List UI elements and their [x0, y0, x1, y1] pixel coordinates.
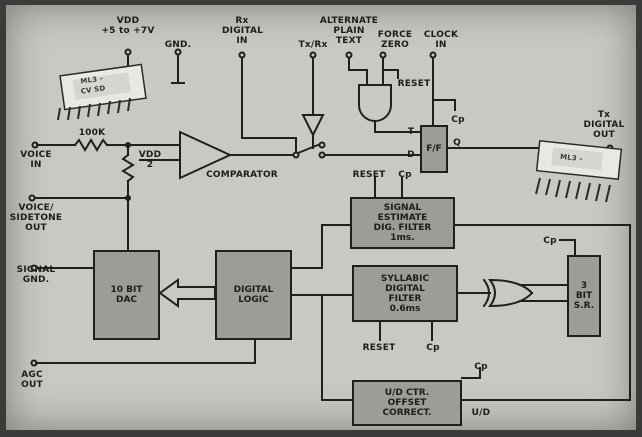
label-force-zero: FORCE ZERO — [372, 30, 418, 50]
label-tx-digital-out: Tx DIGITAL OUT — [580, 110, 628, 140]
label-rx-digital-in: Rx DIGITAL IN — [222, 16, 262, 46]
label-vdd: VDD +5 to +7V — [92, 16, 164, 36]
label-ff-d: D — [405, 150, 417, 160]
ud-counter-block: U/D CTR. OFFSET CORRECT. — [352, 380, 462, 426]
chip-left-marking: ML3 - CV SD — [79, 73, 106, 96]
dac-block: 10 BIT DAC — [93, 250, 160, 340]
label-clock-in: CLOCK IN — [418, 30, 464, 50]
label-reset-syllabic: RESET — [356, 343, 402, 353]
digital-logic-label: DIGITAL LOGIC — [217, 285, 290, 305]
label-cp-signal-estimate: Cp — [394, 170, 416, 180]
signal-estimate-filter-block: SIGNAL ESTIMATE DIG. FILTER 1ms. — [350, 197, 455, 249]
chip-right — [536, 141, 621, 202]
syllabic-filter-label: SYLLABIC DIGITAL FILTER 0.6ms — [354, 274, 456, 314]
flip-flop-label: F/F — [422, 144, 446, 154]
label-cp-ud-counter: Cp — [470, 362, 492, 372]
label-ff-t: T — [405, 127, 417, 137]
label-vdd-half: VDD 2 — [136, 150, 164, 170]
signal-estimate-label: SIGNAL ESTIMATE DIG. FILTER 1ms. — [352, 203, 453, 243]
label-agc-out: AGC OUT — [14, 370, 50, 390]
syllabic-filter-block: SYLLABIC DIGITAL FILTER 0.6ms — [352, 265, 458, 322]
label-signal-gnd: SIGNAL GND. — [12, 265, 60, 285]
label-cp-ff: Cp — [448, 115, 468, 125]
shift-register-label: 3 BIT S.R. — [569, 281, 599, 311]
label-reset-signal-estimate: RESET — [348, 170, 390, 180]
digital-logic-block: DIGITAL LOGIC — [215, 250, 292, 340]
label-gnd: GND. — [160, 40, 196, 50]
label-100k: 100K — [74, 128, 110, 138]
dac-label: 10 BIT DAC — [95, 285, 158, 305]
label-voice-sidetone-out: VOICE/ SIDETONE OUT — [8, 203, 64, 233]
label-cp-syllabic: Cp — [422, 343, 444, 353]
label-reset-gate: RESET — [394, 79, 434, 89]
flip-flop-block: F/F — [420, 125, 448, 173]
ud-counter-label: U/D CTR. OFFSET CORRECT. — [354, 388, 460, 418]
shift-register-block: 3 BIT S.R. — [567, 255, 601, 337]
label-ff-q: Q — [451, 138, 463, 148]
label-cp-shift-register: Cp — [538, 236, 562, 246]
label-u-d: U/D — [466, 408, 496, 418]
label-voice-in: VOICE IN — [16, 150, 56, 170]
label-comparator: COMPARATOR — [202, 170, 282, 180]
